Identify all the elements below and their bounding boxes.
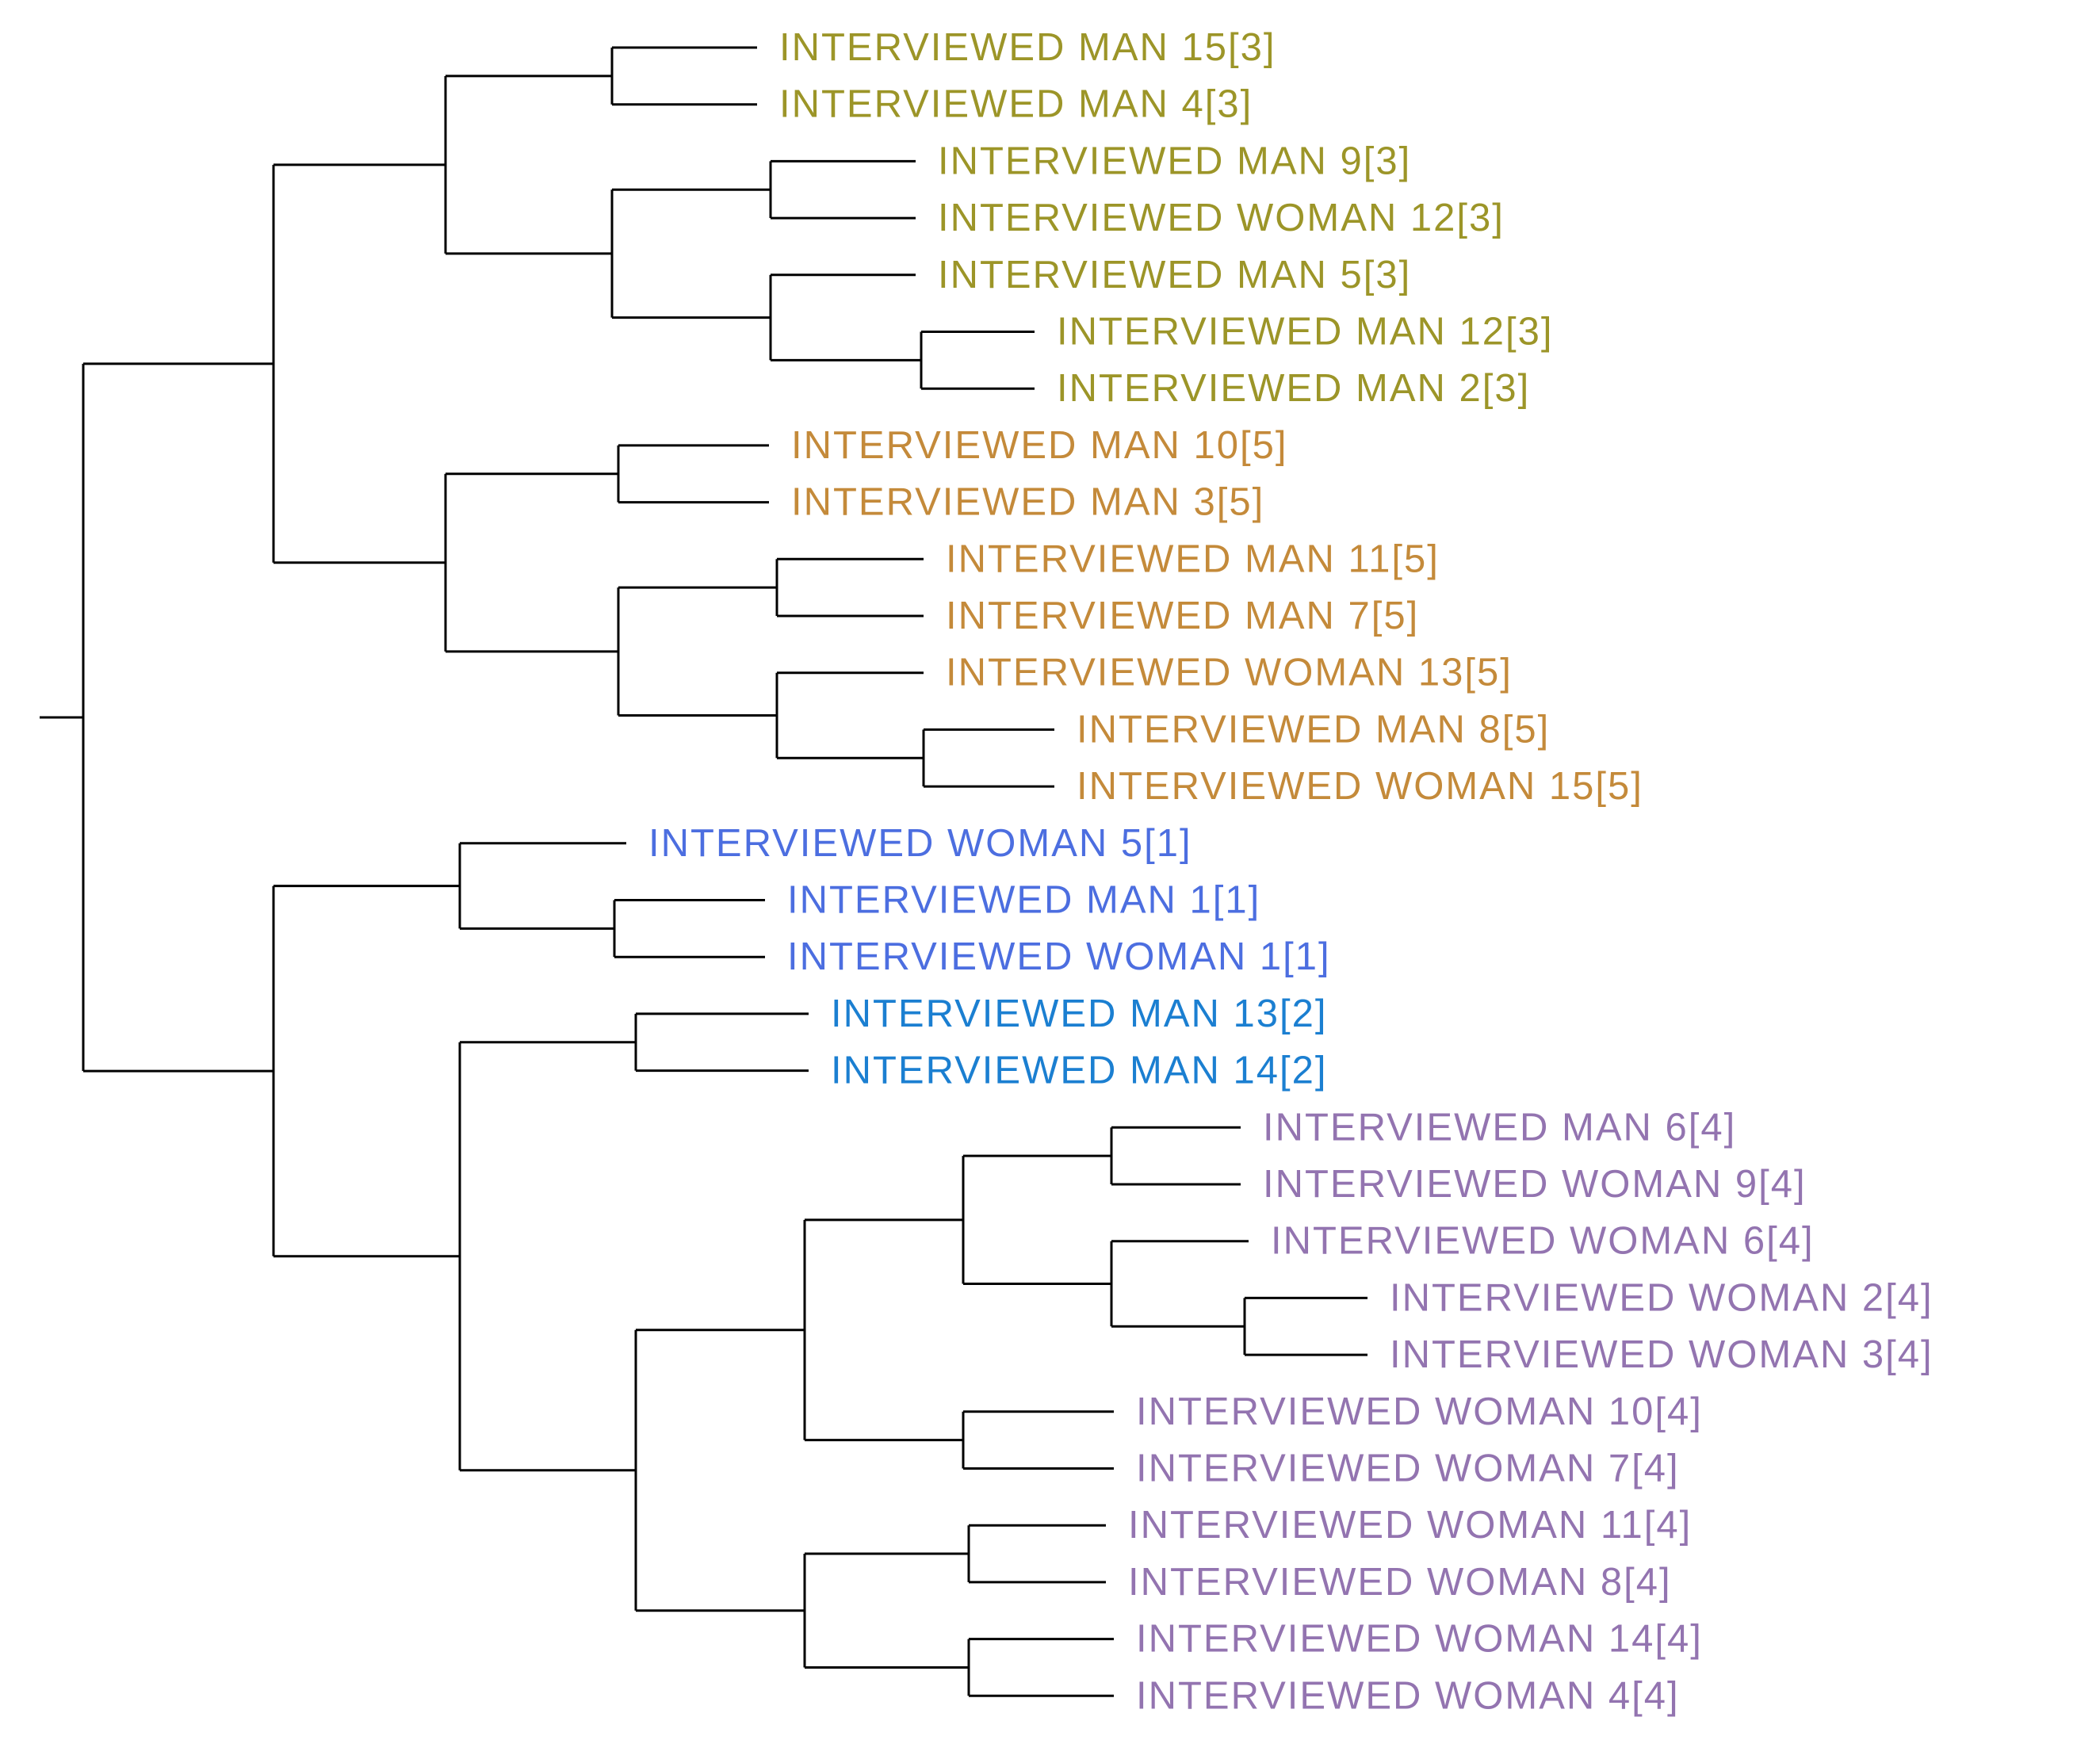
leaf-label: INTERVIEWED WOMAN 8[4]	[1128, 1561, 1672, 1604]
leaf-label: INTERVIEWED WOMAN 12[3]	[938, 197, 1505, 239]
leaf-label: INTERVIEWED MAN 9[3]	[938, 140, 1411, 182]
leaf-label: INTERVIEWED WOMAN 13[5]	[946, 652, 1513, 694]
leaf-label: INTERVIEWED WOMAN 4[4]	[1136, 1674, 1680, 1717]
leaf-label: INTERVIEWED WOMAN 15[5]	[1077, 765, 1643, 808]
leaf-label: INTERVIEWED WOMAN 7[4]	[1136, 1447, 1680, 1490]
leaf-label: INTERVIEWED MAN 8[5]	[1077, 708, 1550, 751]
leaf-label: INTERVIEWED WOMAN 6[4]	[1271, 1220, 1815, 1263]
leaf-label: INTERVIEWED MAN 4[3]	[779, 83, 1253, 126]
leaf-label: INTERVIEWED WOMAN 1[1]	[787, 935, 1331, 978]
leaf-label: INTERVIEWED MAN 15[3]	[779, 26, 1276, 69]
leaf-label: INTERVIEWED MAN 10[5]	[791, 424, 1288, 467]
leaf-label: INTERVIEWED WOMAN 14[4]	[1136, 1618, 1703, 1661]
leaf-label: INTERVIEWED MAN 3[5]	[791, 481, 1264, 524]
leaf-label: INTERVIEWED WOMAN 9[4]	[1263, 1163, 1807, 1206]
leaf-label: INTERVIEWED MAN 7[5]	[946, 595, 1419, 637]
dendrogram-branches	[40, 46, 1367, 1697]
leaf-label: INTERVIEWED MAN 6[4]	[1263, 1106, 1736, 1149]
leaf-label: INTERVIEWED MAN 13[2]	[831, 992, 1328, 1035]
leaf-label: INTERVIEWED MAN 5[3]	[938, 254, 1411, 296]
leaf-labels: INTERVIEWED MAN 15[3] INTERVIEWED MAN 4[3…	[648, 26, 1934, 1717]
leaf-label: INTERVIEWED MAN 14[2]	[831, 1050, 1328, 1092]
leaf-label: INTERVIEWED MAN 1[1]	[787, 879, 1260, 922]
leaf-label: INTERVIEWED MAN 11[5]	[946, 537, 1440, 580]
leaf-label: INTERVIEWED WOMAN 10[4]	[1136, 1390, 1703, 1433]
leaf-label: INTERVIEWED WOMAN 2[4]	[1390, 1276, 1934, 1319]
leaf-label: INTERVIEWED MAN 12[3]	[1057, 311, 1554, 354]
leaf-label: INTERVIEWED MAN 2[3]	[1057, 367, 1530, 410]
leaf-label: INTERVIEWED WOMAN 5[1]	[648, 822, 1192, 865]
leaf-label: INTERVIEWED WOMAN 3[4]	[1390, 1333, 1934, 1376]
leaf-label: INTERVIEWED WOMAN 11[4]	[1128, 1504, 1692, 1547]
